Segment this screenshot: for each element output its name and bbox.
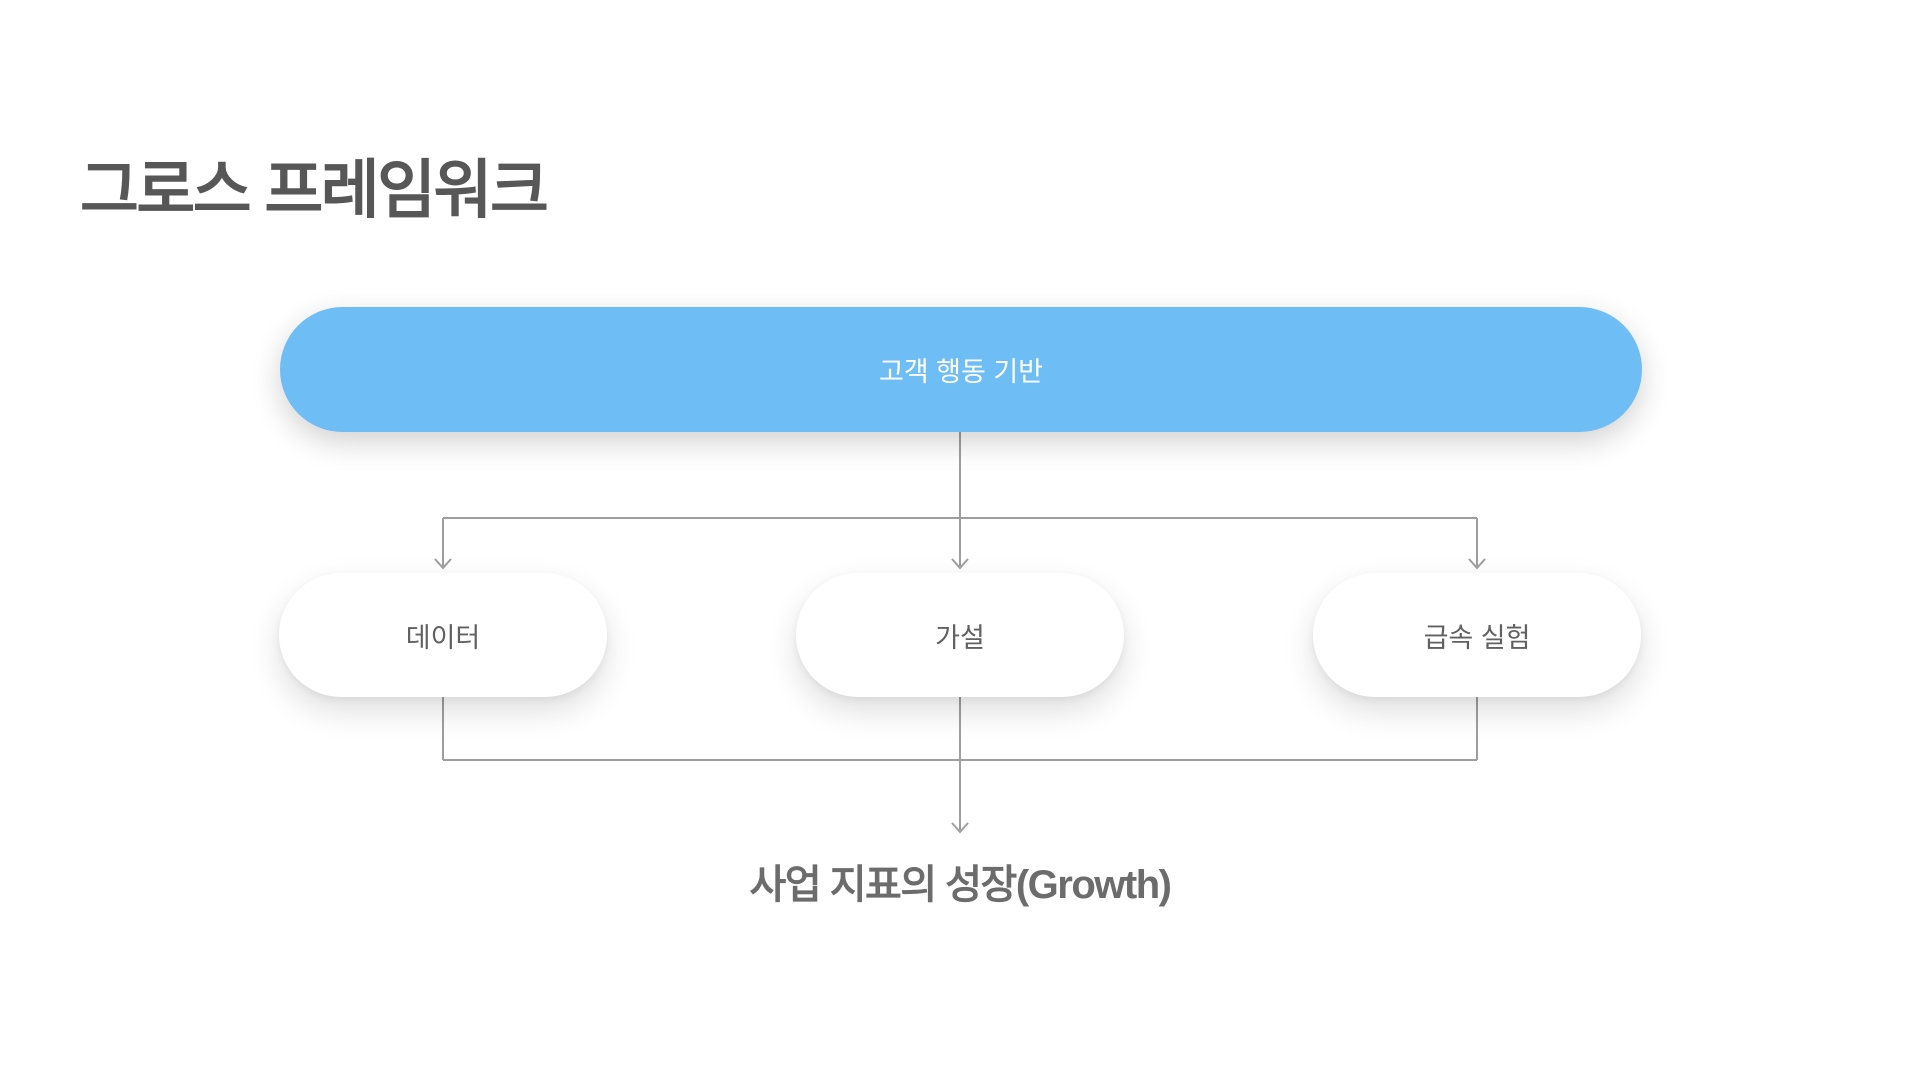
arrowhead-left-icon (434, 558, 452, 570)
connector-group (434, 432, 1486, 834)
page-title: 그로스 프레임워크 (80, 153, 549, 226)
arrowhead-middle-icon (951, 558, 969, 570)
outcome-growth-label: 사업 지표의 성장(Growth) (749, 863, 1172, 907)
child-node-label: 데이터 (405, 622, 481, 653)
child-node-rapid-experiment: 급속 실험 (1313, 573, 1641, 697)
root-node-label: 고객 행동 기반 (878, 357, 1044, 387)
arrowhead-outcome-icon (951, 822, 969, 834)
child-node-hypothesis: 가설 (796, 573, 1124, 697)
root-node-customer-behavior: 고객 행동 기반 (280, 307, 1642, 432)
child-node-label: 가설 (935, 622, 985, 653)
arrowhead-right-icon (1468, 558, 1486, 570)
child-node-label: 급속 실험 (1423, 622, 1531, 653)
child-node-data: 데이터 (279, 573, 607, 697)
